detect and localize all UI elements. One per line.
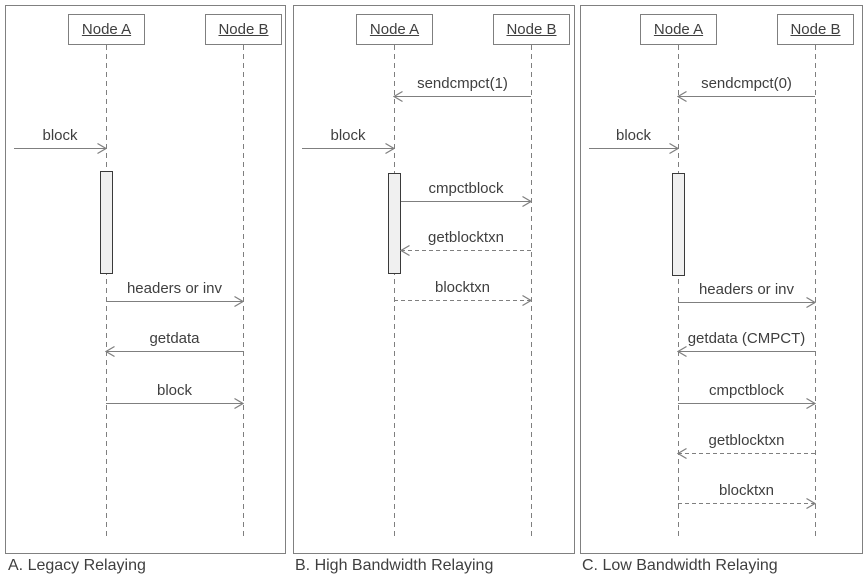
node-b-box: Node B <box>777 14 854 45</box>
message-label: cmpctblock <box>428 180 504 197</box>
message-label: getdata <box>149 330 200 347</box>
arrow-line <box>678 96 815 97</box>
node-b-lifeline <box>531 45 532 539</box>
arrowhead-left-icon <box>676 447 688 460</box>
arrow-line <box>589 148 678 149</box>
message-label: headers or inv <box>126 280 223 297</box>
caption-legacy-relaying: A. Legacy Relaying <box>8 557 146 574</box>
node-a-label: Node A <box>81 21 132 38</box>
node-b-box: Node B <box>205 14 282 45</box>
arrowhead-left-icon <box>399 244 411 257</box>
caption-high-bandwidth-relaying: B. High Bandwidth Relaying <box>295 557 494 574</box>
arrow-line <box>678 302 815 303</box>
arrow-line <box>678 351 815 352</box>
arrow-line <box>394 96 531 97</box>
arrow-line-dashed <box>394 300 531 301</box>
node-a-label: Node A <box>653 21 704 38</box>
arrowhead-right-icon <box>805 497 817 510</box>
node-a-box: Node A <box>356 14 433 45</box>
panel-low-bandwidth-relaying: Node A Node B sendcmpct(0) block headers… <box>580 5 863 554</box>
arrow-line <box>106 301 243 302</box>
message-label: cmpctblock <box>708 382 785 399</box>
arrowhead-right-icon <box>96 142 108 155</box>
arrowhead-right-icon <box>521 195 533 208</box>
arrowhead-left-icon <box>676 345 688 358</box>
arrowhead-left-icon <box>104 345 116 358</box>
message-label: headers or inv <box>698 281 795 298</box>
arrow-line <box>106 351 243 352</box>
arrowhead-right-icon <box>805 397 817 410</box>
message-label: blocktxn <box>434 279 491 296</box>
message-label: getblocktxn <box>428 229 504 246</box>
activation-bar <box>388 173 401 274</box>
node-a-lifeline <box>678 45 679 539</box>
panel-legacy-relaying: Node A Node B block headers or inv getda… <box>5 5 286 554</box>
node-a-box: Node A <box>640 14 717 45</box>
message-label: getdata (CMPCT) <box>687 330 806 347</box>
arrowhead-right-icon <box>233 397 245 410</box>
arrowhead-right-icon <box>233 295 245 308</box>
node-b-lifeline <box>815 45 816 539</box>
arrowhead-left-icon <box>392 90 404 103</box>
activation-bar <box>672 173 685 276</box>
message-label: sendcmpct(0) <box>701 75 792 92</box>
arrowhead-right-icon <box>805 296 817 309</box>
node-a-box: Node A <box>68 14 145 45</box>
arrow-line-dashed <box>678 503 815 504</box>
message-label: getblocktxn <box>708 432 785 449</box>
caption-low-bandwidth-relaying: C. Low Bandwidth Relaying <box>582 557 778 574</box>
node-a-label: Node A <box>369 21 420 38</box>
message-label: block <box>615 127 652 144</box>
node-a-lifeline <box>394 45 395 539</box>
node-b-lifeline <box>243 45 244 539</box>
message-label: blocktxn <box>718 482 775 499</box>
arrowhead-right-icon <box>521 294 533 307</box>
arrow-line <box>302 148 394 149</box>
arrowhead-right-icon <box>384 142 396 155</box>
arrowhead-right-icon <box>668 142 680 155</box>
node-b-label: Node B <box>790 21 841 38</box>
node-b-box: Node B <box>493 14 570 45</box>
message-label: sendcmpct(1) <box>417 75 508 92</box>
arrow-line-dashed <box>678 453 815 454</box>
arrow-line <box>106 403 243 404</box>
panel-high-bandwidth-relaying: Node A Node B sendcmpct(1) block cmpctbl… <box>293 5 575 554</box>
message-label: block <box>156 382 193 399</box>
message-label: block <box>330 127 366 144</box>
message-label: block <box>42 127 78 144</box>
arrowhead-left-icon <box>676 90 688 103</box>
arrow-line <box>678 403 815 404</box>
node-a-lifeline <box>106 45 107 539</box>
node-b-label: Node B <box>218 21 269 38</box>
node-b-label: Node B <box>506 21 557 38</box>
activation-bar <box>100 171 113 274</box>
arrow-line-dashed <box>401 250 531 251</box>
arrow-line <box>14 148 106 149</box>
arrow-line <box>401 201 531 202</box>
